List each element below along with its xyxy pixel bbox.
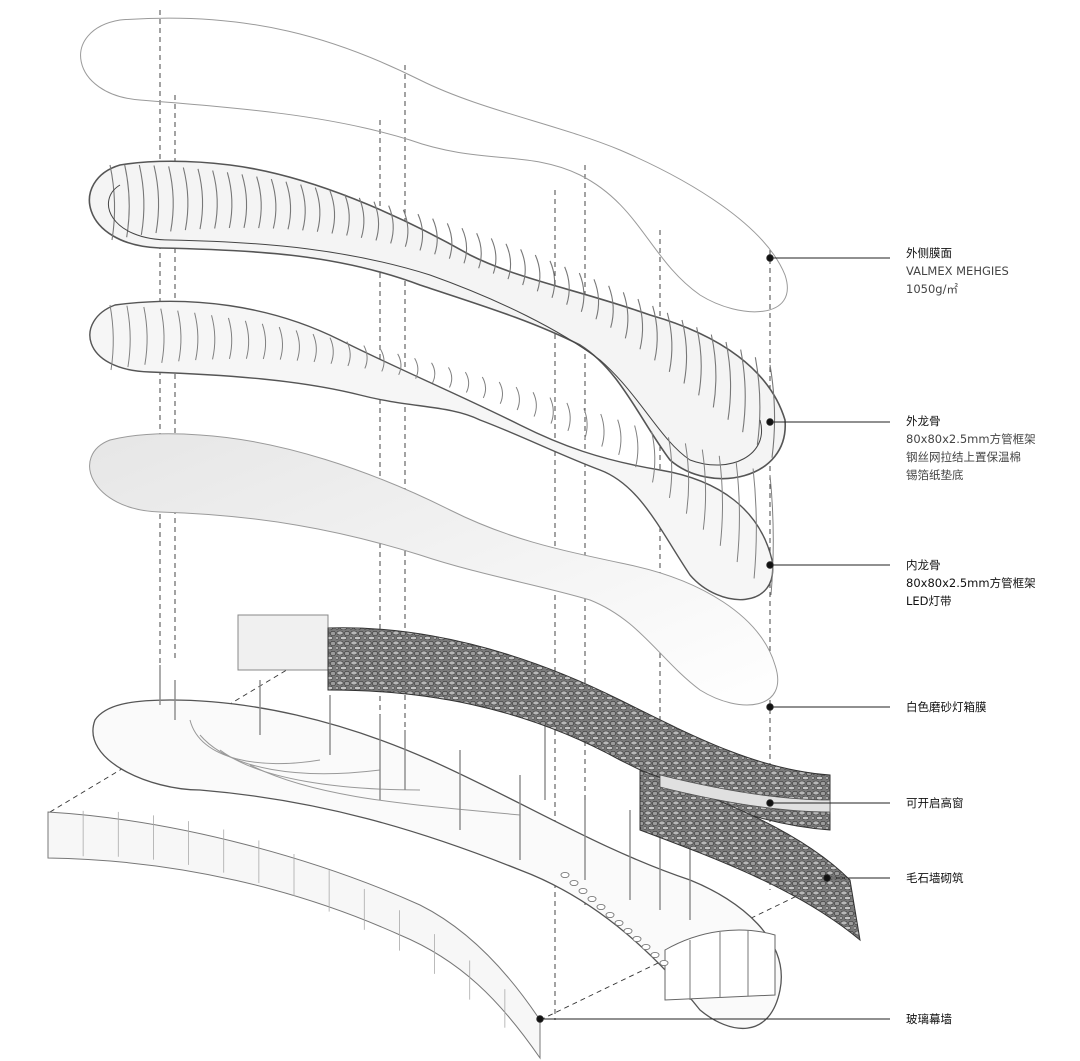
outer-keel-frame [88,160,786,480]
label-outer-keel: 外龙骨 80x80x2.5mm方管框架 钢丝网拉结上置保温棉 锡箔纸垫底 [906,414,1036,482]
inner-keel-frame [89,300,774,601]
leader-lines [536,254,890,1023]
lightbox-film-layer [89,433,779,706]
label-lightbox-film: 白色磨砂灯箱膜 [906,700,987,714]
ground-floor-assembly [47,614,861,1060]
label-glass-curtain-wall: 玻璃幕墙 [906,1012,952,1026]
label-inner-keel: 内龙骨 80x80x2.5mm方管框架 LED灯带 [906,558,1036,608]
label-rubble-wall: 毛石墙砌筑 [906,871,964,885]
label-openable-window: 可开启高窗 [906,796,964,810]
outer-membrane-outline [80,17,788,313]
label-outer-membrane: 外侧膜面 VALMEX MEHGIES 1050g/㎡ [906,246,1009,296]
